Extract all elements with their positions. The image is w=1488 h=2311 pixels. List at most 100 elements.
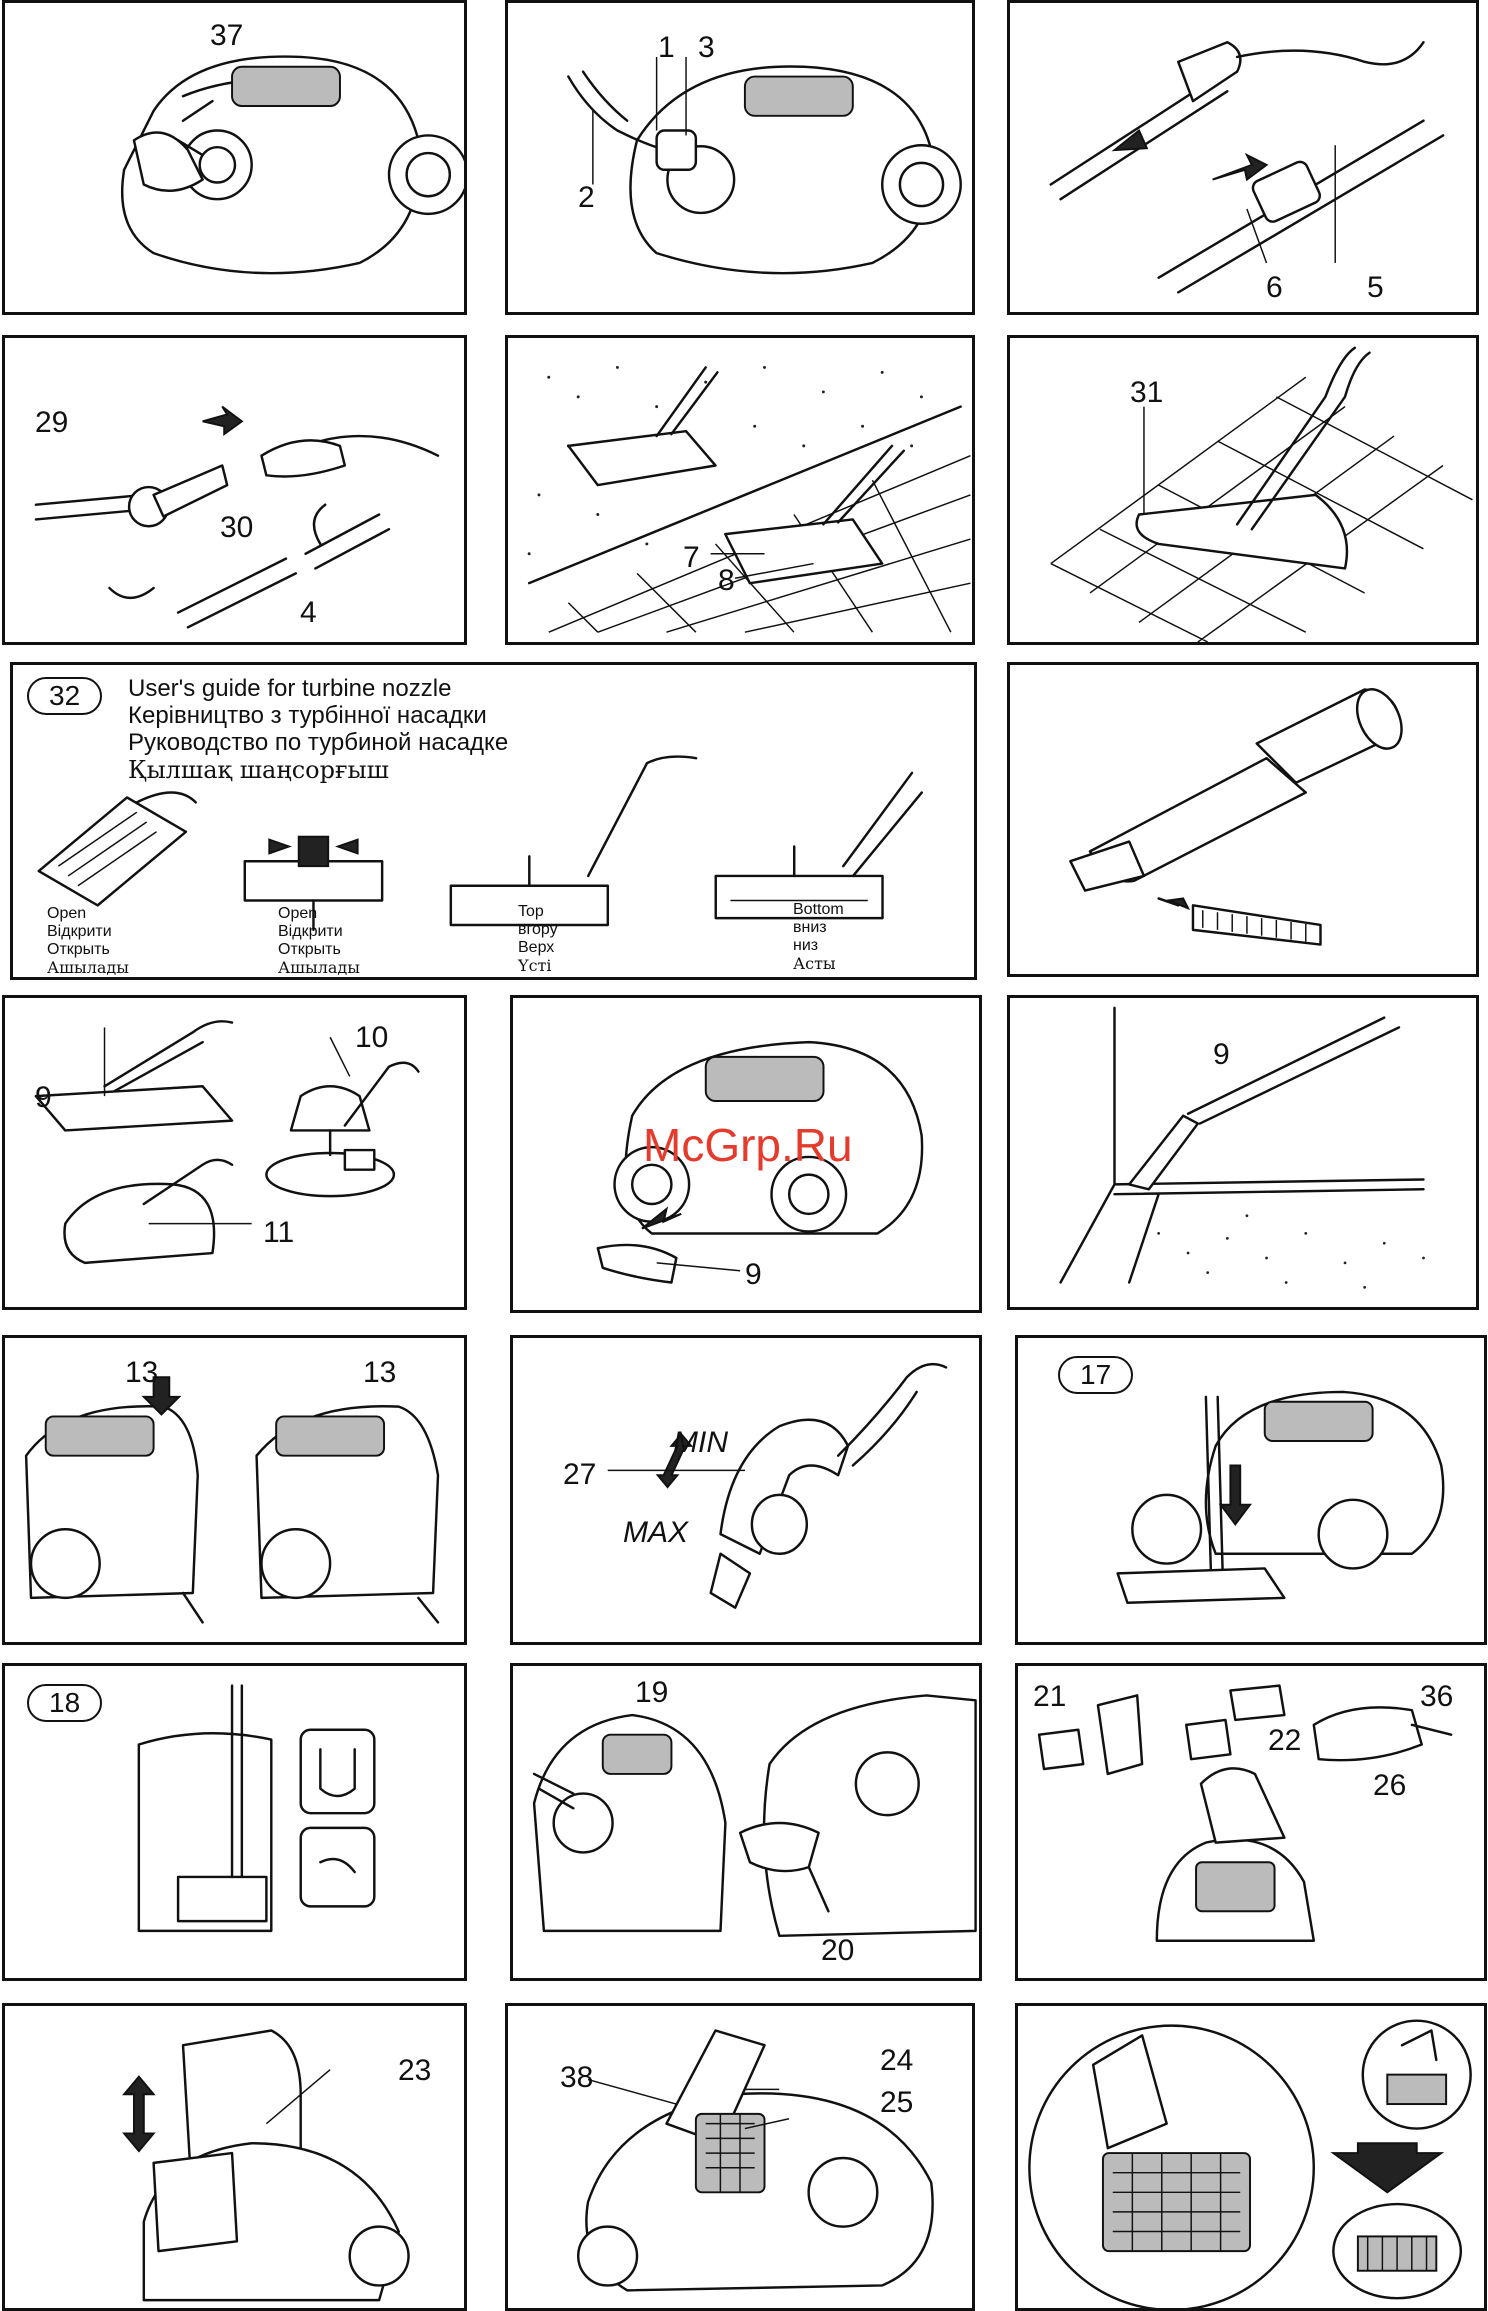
callout-36: 36: [1420, 1680, 1454, 1713]
hose-attach-illustration: [567, 56, 962, 275]
turbine-step-1: Open Відкрити Открыть Ашылады: [47, 905, 129, 977]
panel-floor-nozzle: 7 8: [505, 335, 975, 645]
cord-rewind-illustration: [24, 1376, 440, 1624]
badge-18: 18: [27, 1684, 103, 1722]
callout-1: 1: [658, 31, 675, 64]
crevice-corner-illustration: [1059, 1006, 1425, 1289]
step-2-ru: Открыть: [278, 941, 341, 958]
crevice-brush-illustration: [1069, 688, 1403, 946]
callout-29: 29: [35, 406, 69, 439]
step-4-uk: вниз: [793, 919, 827, 936]
bag-indicator-illustration: [532, 1694, 977, 1938]
callout-4: 4: [300, 596, 317, 629]
panel-filter-clean: [1015, 2003, 1487, 2311]
callout-6: 6: [1266, 271, 1283, 304]
turbine-step-2: Open Відкрити Открыть Ашылады: [278, 905, 360, 977]
turbine-title-kk: Қылшақ шаңсорғыш: [128, 756, 389, 784]
panel-suction-control: MIN MAX 27: [510, 1335, 982, 1645]
bag-replace-illustration: [1037, 1684, 1453, 1942]
callout-5: 5: [1367, 271, 1384, 304]
panel-storage-position: 18: [2, 1663, 467, 1981]
callout-31: 31: [1130, 376, 1164, 409]
vacuum-body-illustration: [120, 55, 464, 275]
turbine-steps-illustration: [37, 755, 923, 932]
callout-3: 3: [698, 31, 715, 64]
turbine-title-uk: Керівництво з турбінної насадки: [128, 702, 487, 729]
step-2-en: Open: [278, 905, 318, 922]
step-3-kk: Үсті: [518, 956, 552, 975]
callout-8: 8: [718, 564, 735, 597]
panel-extension-tube: 29 30 4: [2, 335, 467, 645]
accessory-storage-illustration: [596, 1040, 924, 1284]
callout-24: 24: [880, 2044, 914, 2077]
callout-20: 20: [821, 1934, 855, 1967]
step-3-uk: вгору: [518, 921, 558, 938]
callout-25: 25: [880, 2086, 914, 2119]
motor-filter-illustration: [576, 2029, 934, 2292]
callout-9: 9: [35, 1081, 52, 1114]
panel-crevice-corner: 9: [1007, 995, 1479, 1310]
callout-10: 10: [355, 1021, 389, 1054]
panel-crevice-brush: [1007, 662, 1479, 977]
watermark: McGrp.Ru: [643, 1119, 853, 1171]
panel-hose-connect: 37: [2, 0, 467, 315]
panel-turbine-guide: 32 User's guide for turbine nozzle Керів…: [10, 662, 977, 980]
turbine-title-ru: Руководство по турбиной насадке: [128, 729, 509, 756]
storage-position-illustration: [137, 1684, 376, 1933]
parquet-nozzle-illustration: [1050, 346, 1473, 642]
panel-accessory-uses: 9 10 11: [2, 995, 467, 1310]
callout-13a: 13: [125, 1356, 159, 1389]
panel-cord-rewind: 13 13: [2, 1335, 467, 1645]
panel-accessory-storage: McGrp.Ru 9: [510, 995, 982, 1313]
accessory-uses-illustration: [34, 1020, 420, 1265]
callout-21: 21: [1033, 1680, 1067, 1713]
panel-tube-connect: 6 5: [1007, 0, 1479, 315]
turbine-step-3: Top вгору Верх Үсті: [518, 903, 558, 975]
callout-22: 22: [1268, 1724, 1302, 1757]
step-1-uk: Відкрити: [47, 923, 112, 940]
callout-19: 19: [635, 1676, 669, 1709]
callout-9b: 9: [745, 1258, 762, 1291]
filter-frame-illustration: [122, 2029, 410, 2302]
callout-26: 26: [1373, 1769, 1407, 1802]
min-label: MIN: [673, 1426, 728, 1459]
callout-30: 30: [220, 511, 254, 544]
callout-23: 23: [398, 2054, 432, 2087]
step-2-uk: Відкрити: [278, 923, 343, 940]
panel-hose-attach: 1 3 2: [505, 0, 975, 315]
step-3-ru: Верх: [518, 939, 555, 956]
panel-bag-replace: 21 22 36 26: [1015, 1663, 1487, 1981]
step-1-kk: Ашылады: [47, 958, 130, 977]
turbine-title-en: User's guide for turbine nozzle: [128, 675, 452, 702]
floor-nozzle-illustration: [527, 365, 971, 633]
parking-illustration: [1116, 1390, 1445, 1604]
turbine-step-4: Bottom вниз низ Асты: [793, 901, 844, 973]
step-4-kk: Асты: [793, 954, 836, 973]
step-3-en: Top: [518, 903, 544, 920]
callout-13b: 13: [363, 1356, 397, 1389]
panel-motor-filter: 38 24 25: [505, 2003, 975, 2311]
callout-2: 2: [578, 181, 595, 214]
step-4-en: Bottom: [793, 901, 844, 918]
step-1-ru: Открыть: [47, 941, 110, 958]
turbine-badge: 32: [27, 677, 103, 715]
tube-connect-illustration: [1049, 41, 1445, 294]
panel-parking: 17: [1015, 1335, 1487, 1645]
carpet-dots: [527, 365, 923, 556]
callout-38: 38: [560, 2061, 594, 2094]
step-2-kk: Ашылады: [278, 958, 361, 977]
panel-filter-frame: 23: [2, 2003, 467, 2311]
filter-clean-illustration: [1028, 2019, 1472, 2308]
callout-9c: 9: [1213, 1038, 1230, 1071]
extension-tube-illustration: [34, 405, 440, 629]
step-1-en: Open: [47, 905, 87, 922]
callout-11: 11: [263, 1216, 295, 1249]
callout-27: 27: [563, 1458, 597, 1491]
badge-17: 17: [1058, 1356, 1134, 1394]
step-4-ru: низ: [793, 937, 819, 954]
callout-7: 7: [683, 541, 700, 574]
suction-control-illustration: [607, 1362, 948, 1609]
panel-bag-indicator: 19 20: [510, 1663, 982, 1981]
callout-37: 37: [210, 19, 244, 52]
max-label: MAX: [623, 1516, 689, 1549]
